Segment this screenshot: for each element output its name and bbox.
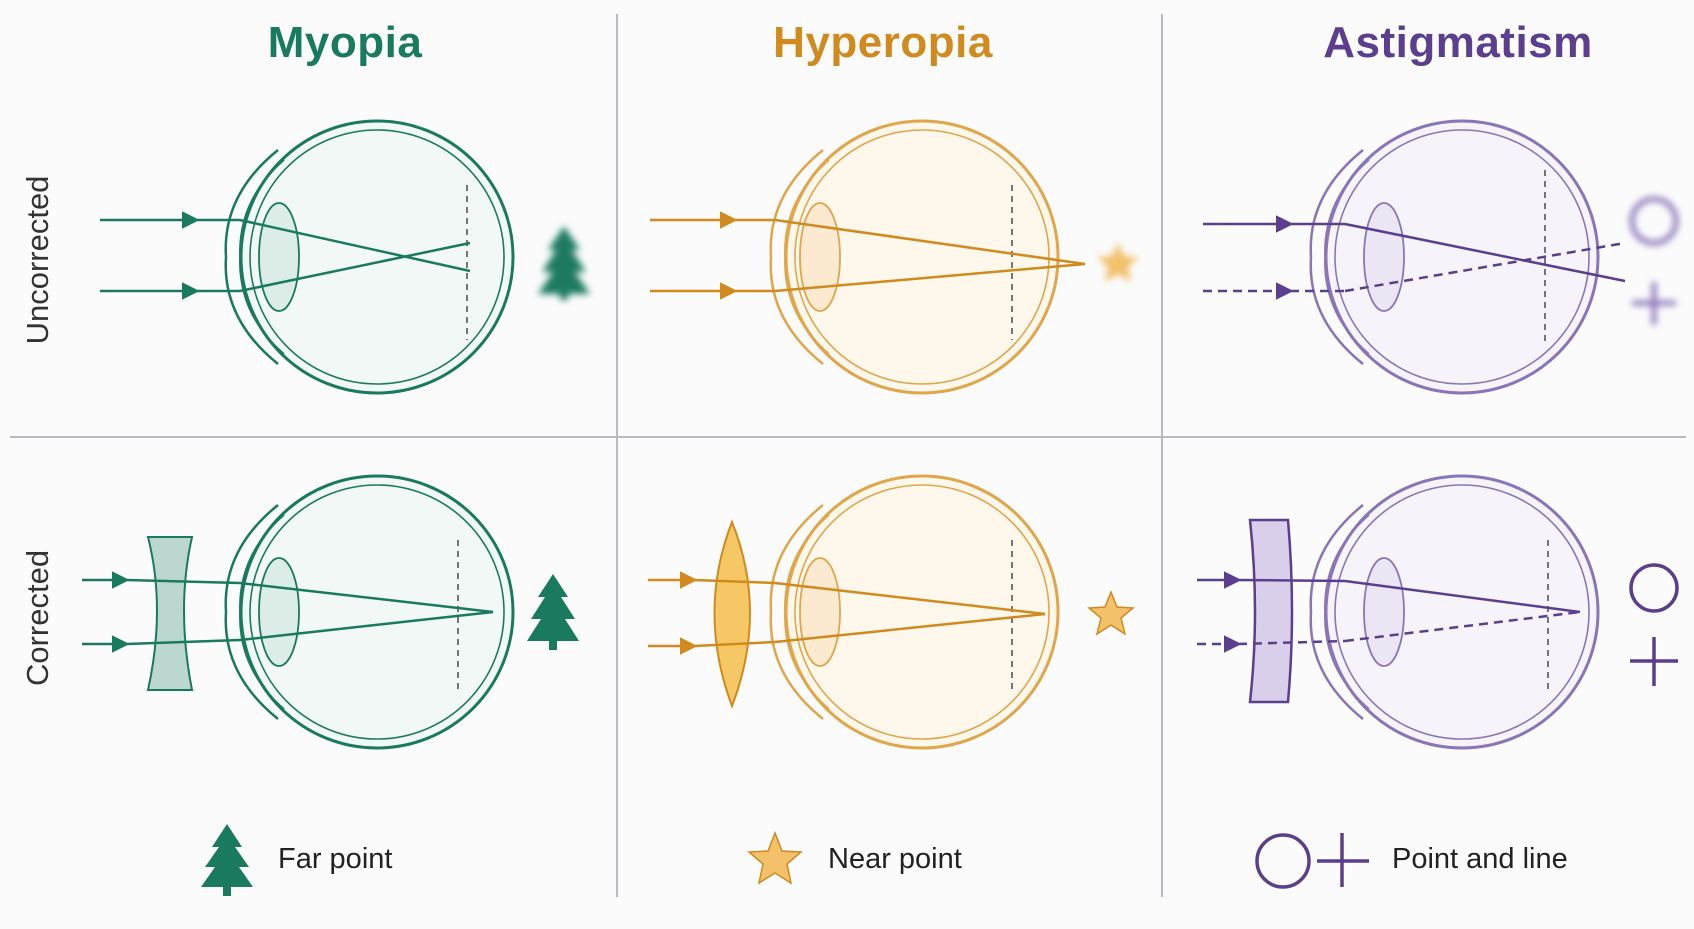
- concave-lens-icon: [146, 536, 194, 691]
- legend-tree-icon: [201, 824, 253, 896]
- legend-circle-and-line-icon: [1255, 833, 1369, 889]
- myopia-corrected-panel: [82, 474, 579, 750]
- blurred-tree-icon: [538, 226, 590, 300]
- convex-lens-icon: [713, 519, 751, 709]
- eye-icon: [1309, 119, 1600, 395]
- row-label-uncorrected: Uncorrected: [20, 175, 55, 345]
- hyperopia-uncorrected-panel: [650, 119, 1139, 395]
- toric-lens-icon: [1248, 518, 1294, 704]
- eye-icon: [1309, 474, 1600, 750]
- circle-and-line-icon: [1629, 563, 1679, 686]
- eye-icon: [224, 119, 515, 395]
- blurred-circle-and-line-icon: [1629, 196, 1679, 325]
- blurred-star-icon: [1097, 242, 1139, 282]
- row-label-corrected: Corrected: [20, 549, 55, 687]
- star-icon: [1087, 589, 1135, 636]
- eye-icon: [769, 474, 1060, 750]
- eye-icon: [769, 119, 1060, 395]
- legend-label-point-and-line: Point and line: [1392, 843, 1568, 875]
- astigmatism-uncorrected-panel: [1203, 119, 1679, 395]
- column-title-myopia: Myopia: [267, 18, 423, 67]
- astigmatism-corrected-panel: [1197, 474, 1679, 750]
- legend-label-near-point: Near point: [828, 843, 962, 875]
- legend-label-far-point: Far point: [278, 843, 393, 875]
- column-title-hyperopia: Hyperopia: [773, 18, 993, 67]
- tree-icon: [527, 574, 579, 650]
- eye-icon: [224, 474, 515, 750]
- myopia-uncorrected-panel: [100, 119, 590, 395]
- hyperopia-corrected-panel: [648, 474, 1135, 750]
- column-title-astigmatism: Astigmatism: [1323, 18, 1593, 67]
- legend-star-icon: [747, 830, 803, 885]
